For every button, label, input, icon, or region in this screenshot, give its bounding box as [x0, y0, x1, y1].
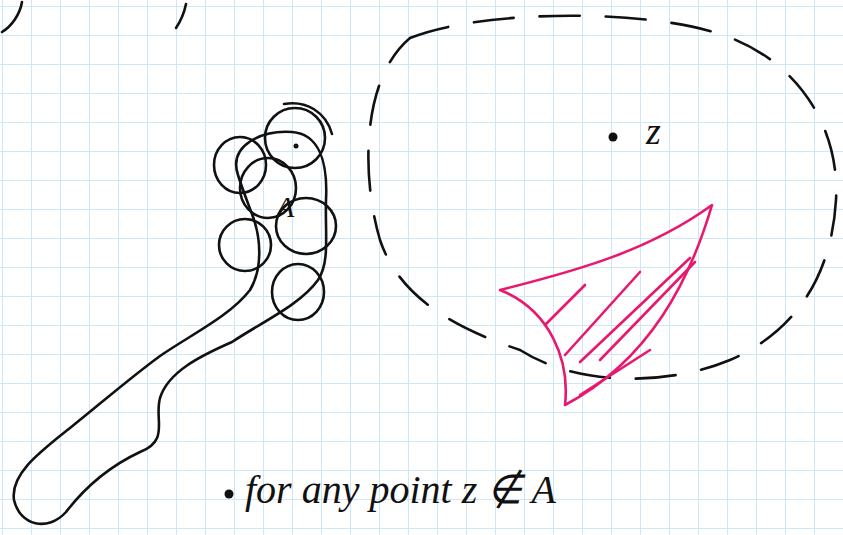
set-blob [14, 132, 327, 524]
cut-stroke [2, 2, 22, 32]
point [294, 144, 299, 149]
hatch [580, 350, 650, 395]
ball [284, 103, 332, 134]
point-name: z [646, 112, 661, 150]
dashed-circle [368, 16, 836, 379]
ball [272, 264, 324, 320]
hatch [580, 258, 690, 362]
cut-stroke [176, 4, 186, 28]
bullet [225, 490, 234, 499]
hatch [565, 272, 640, 355]
point [609, 133, 618, 142]
set-name: A [276, 192, 294, 222]
note-text: for any point z ∉ A [245, 470, 556, 510]
ball [219, 219, 271, 271]
hatch [545, 285, 585, 325]
hatch [600, 262, 695, 360]
pink-region [500, 205, 712, 405]
